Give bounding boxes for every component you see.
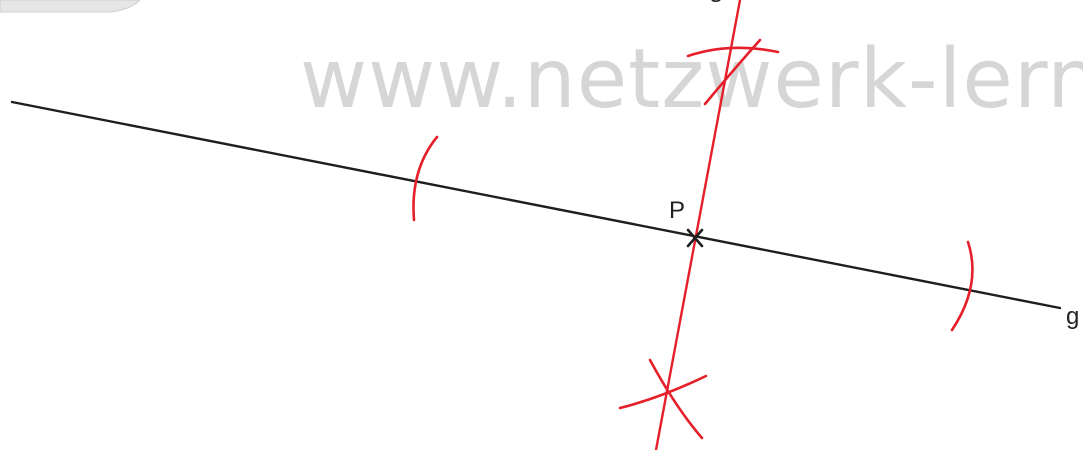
line-g xyxy=(10,100,1062,310)
arc-upper-1 xyxy=(686,46,780,58)
watermark-text: www.netzwerk-lerne xyxy=(300,32,1083,127)
arc-right xyxy=(950,240,974,332)
point-p-label: P xyxy=(669,197,685,224)
point-p-mark-b xyxy=(686,228,704,248)
arc-upper-2 xyxy=(703,38,762,106)
perpendicular-label: s xyxy=(710,0,722,8)
corner-fragment xyxy=(0,0,141,13)
perpendicular-line xyxy=(654,0,742,450)
arc-lower-1 xyxy=(618,374,708,410)
line-g-label: g xyxy=(1066,303,1079,330)
arc-lower-2 xyxy=(648,358,704,440)
arc-left xyxy=(412,135,439,222)
